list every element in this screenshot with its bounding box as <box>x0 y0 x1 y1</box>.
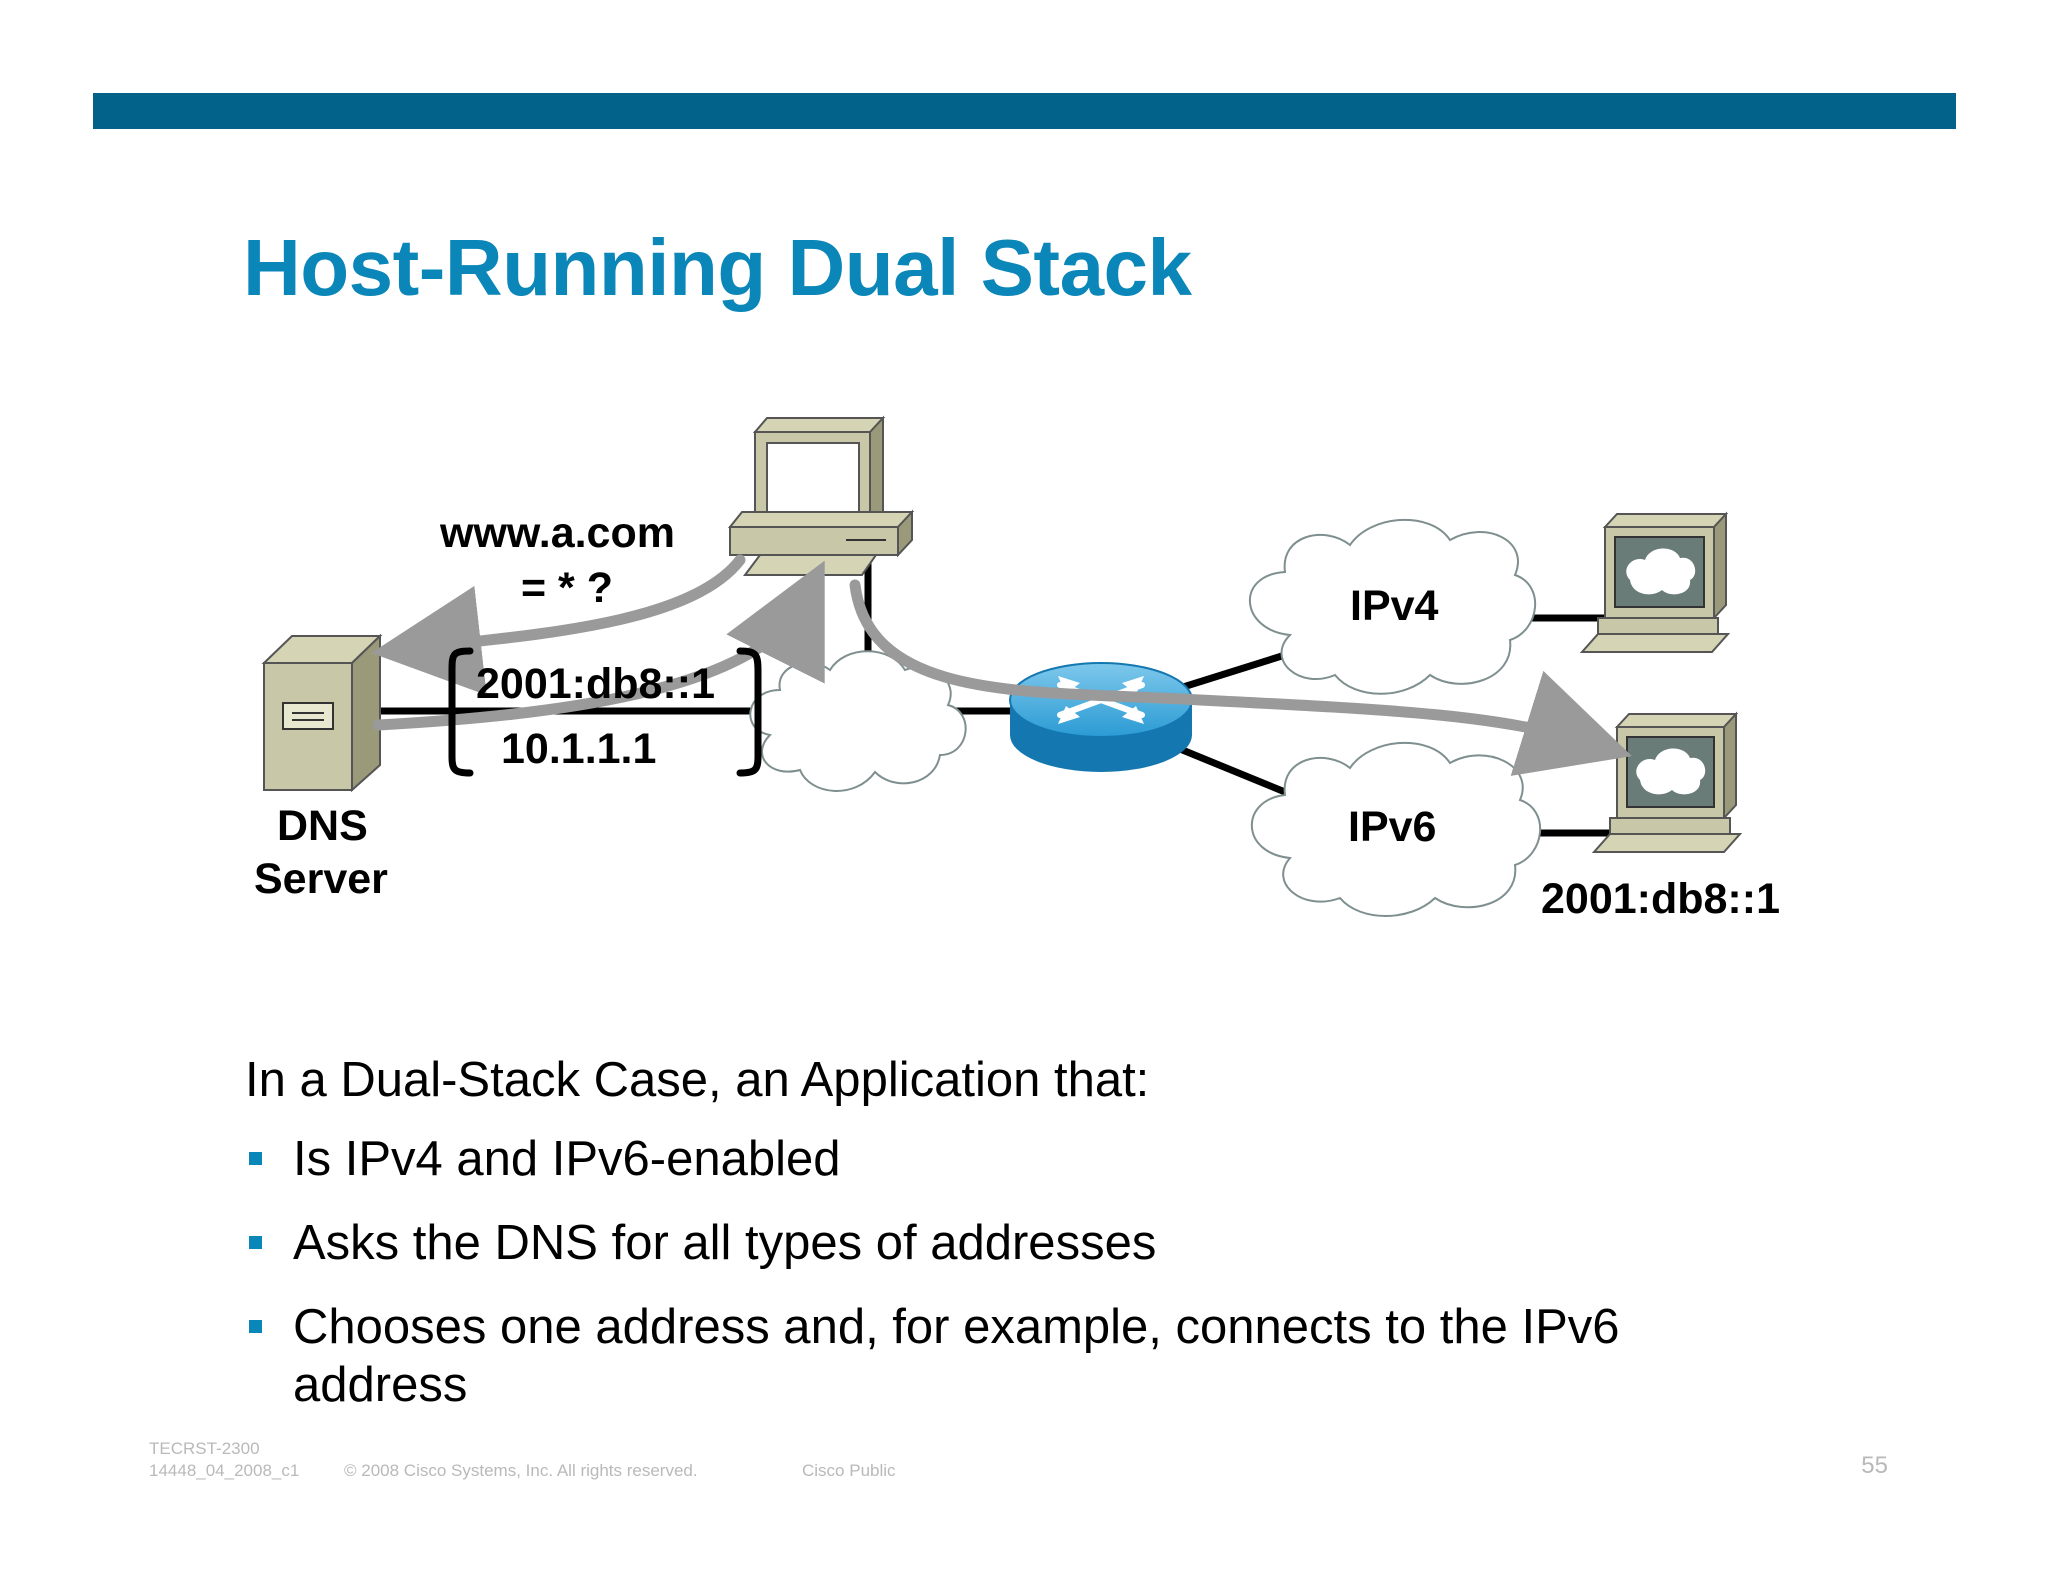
ipv6-connection-arrow <box>849 579 1633 776</box>
page-number: 55 <box>1861 1452 1888 1479</box>
address-braces <box>448 647 762 777</box>
bullet-marker-icon <box>249 1320 262 1333</box>
dual-stack-host-icon <box>727 415 915 576</box>
dns-query-label-line1: www.a.com <box>440 509 675 557</box>
footer-classification: Cisco Public <box>802 1461 896 1480</box>
body-intro: In a Dual-Stack Case, an Application tha… <box>245 1053 1150 1107</box>
bullet-text: Chooses one address and, for example, co… <box>293 1300 1620 1412</box>
dns-query-label-line2: = * ? <box>521 564 614 612</box>
bullet-marker-icon <box>249 1236 262 1249</box>
dns-server-icon <box>261 633 383 793</box>
ipv6-cloud-icon <box>1250 742 1542 917</box>
bullet-item: Asks the DNS for all types of addresses <box>245 1214 1693 1272</box>
ipv6-host-icon <box>1591 711 1743 853</box>
dns-query-arrow <box>371 554 746 696</box>
footer-code-1: TECRST-2300 <box>149 1439 260 1458</box>
dns-server-label-line2: Server <box>254 855 388 903</box>
ipv4-cloud-label: IPv4 <box>1350 582 1439 630</box>
destination-address-label: 2001:db8::1 <box>1541 875 1780 923</box>
bullet-list: Is IPv4 and IPv6-enabled Asks the DNS fo… <box>245 1130 1693 1440</box>
ipv4-answer-label: 10.1.1.1 <box>501 725 657 773</box>
ipv6-answer-label: 2001:db8::1 <box>476 660 715 708</box>
dns-server-label-line1: DNS <box>277 802 368 850</box>
ipv6-cloud-label: IPv6 <box>1348 803 1437 851</box>
bullet-marker-icon <box>249 1152 262 1165</box>
bullet-text: Asks the DNS for all types of addresses <box>293 1216 1157 1270</box>
bullet-text: Is IPv4 and IPv6-enabled <box>293 1132 841 1186</box>
router-icon <box>1009 662 1193 772</box>
ipv4-host-icon <box>1579 511 1731 653</box>
slide-title: Host-Running Dual Stack <box>243 223 1192 312</box>
bullet-item: Chooses one address and, for example, co… <box>245 1298 1643 1414</box>
bullet-item: Is IPv4 and IPv6-enabled <box>245 1130 1693 1188</box>
header-bar <box>93 93 1956 129</box>
footer-copyright: © 2008 Cisco Systems, Inc. All rights re… <box>344 1461 698 1480</box>
ipv4-cloud-icon <box>1248 519 1537 695</box>
footer-code-2: 14448_04_2008_c1 <box>149 1461 300 1480</box>
